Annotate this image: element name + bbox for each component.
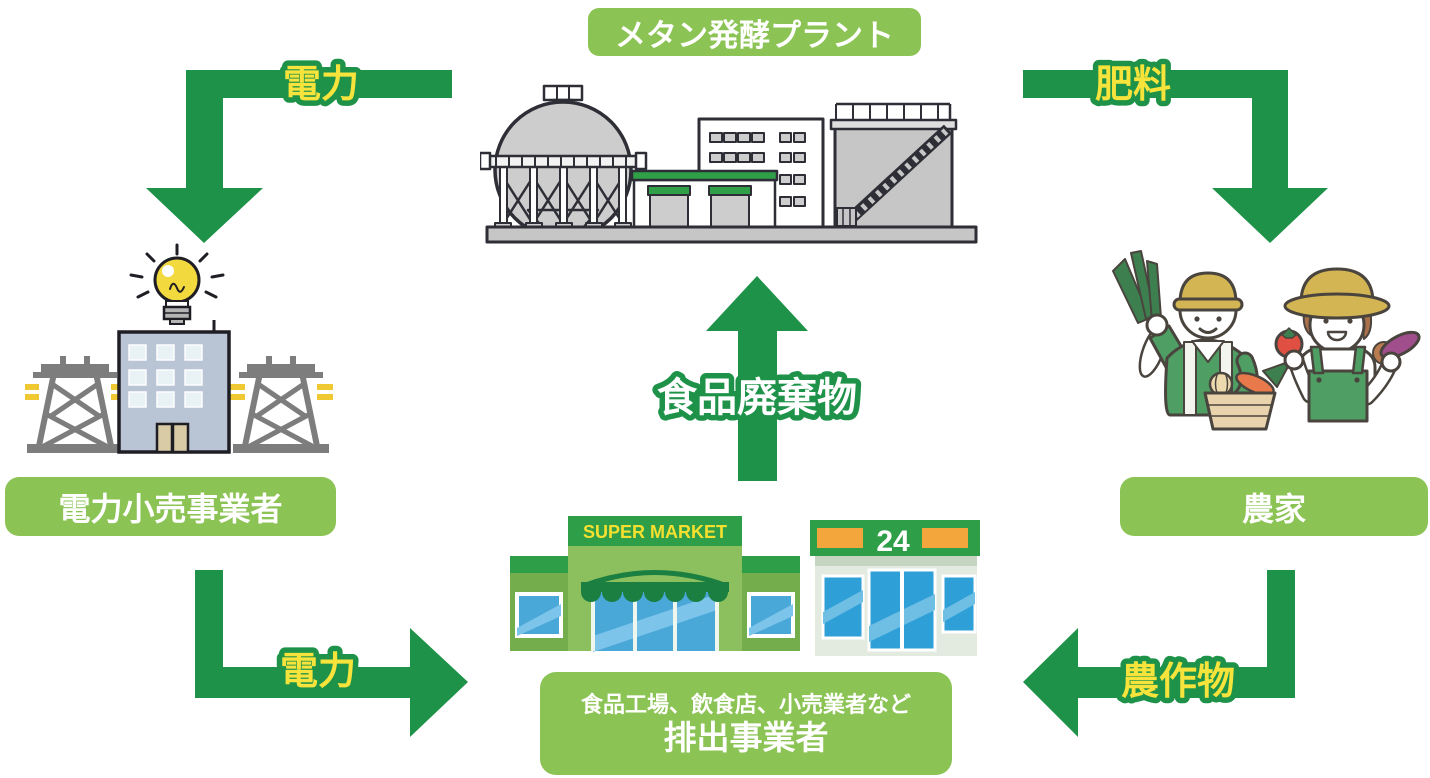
farmers-icon <box>1112 250 1421 431</box>
factory-building-icon <box>630 117 825 229</box>
gas-holder-icon <box>480 84 648 240</box>
waste-producer-sublabel: 食品工場、飲食店、小売業者など <box>580 691 911 717</box>
supermarket-icon: SUPER MARKET <box>510 516 800 652</box>
transmission-tower-right-icon <box>229 356 333 453</box>
power-retailer-icon <box>25 243 340 465</box>
transmission-tower-left-icon <box>25 356 127 453</box>
plant-label: メタン発酵プラント <box>588 8 921 56</box>
flow-label-fertilizer: 肥料 <box>1095 64 1171 106</box>
waste-producer-title: 排出事業者 <box>663 718 829 756</box>
methane-plant-icon <box>480 84 978 244</box>
flow-label-crops: 農作物 <box>1121 661 1235 703</box>
arrow-crops <box>1023 570 1295 737</box>
supermarket-sign-text: SUPER MARKET <box>583 522 727 542</box>
convenience-store-icon: 24 <box>810 520 980 656</box>
arrow-electricity-bottom <box>195 570 468 737</box>
awning-icon <box>581 570 729 602</box>
storage-tank-icon <box>829 102 958 229</box>
flow-label-food-waste: 食品廃棄物 <box>657 376 857 420</box>
farmer-label: 農家 <box>1120 477 1428 536</box>
waste-producer-label: 食品工場、飲食店、小売業者など 排出事業者 <box>540 672 952 775</box>
plant-ground <box>485 225 978 244</box>
flow-label-electricity-top: 電力 <box>283 64 359 106</box>
waste-producer-stores-icon: SUPER MARKET 24 <box>510 516 980 656</box>
light-bulb-icon <box>129 243 225 325</box>
farmer-man-icon <box>1112 250 1292 431</box>
arrow-food-waste <box>706 276 808 481</box>
power-retailer-label: 電力小売事業者 <box>5 477 336 536</box>
flow-label-electricity-bottom: 電力 <box>280 651 356 693</box>
arrow-fertilizer <box>1023 70 1328 243</box>
farmer-woman-icon <box>1274 267 1421 423</box>
convenience-sign-text: 24 <box>876 525 910 558</box>
arrow-electricity-top <box>146 70 452 243</box>
office-building-icon <box>117 320 231 454</box>
